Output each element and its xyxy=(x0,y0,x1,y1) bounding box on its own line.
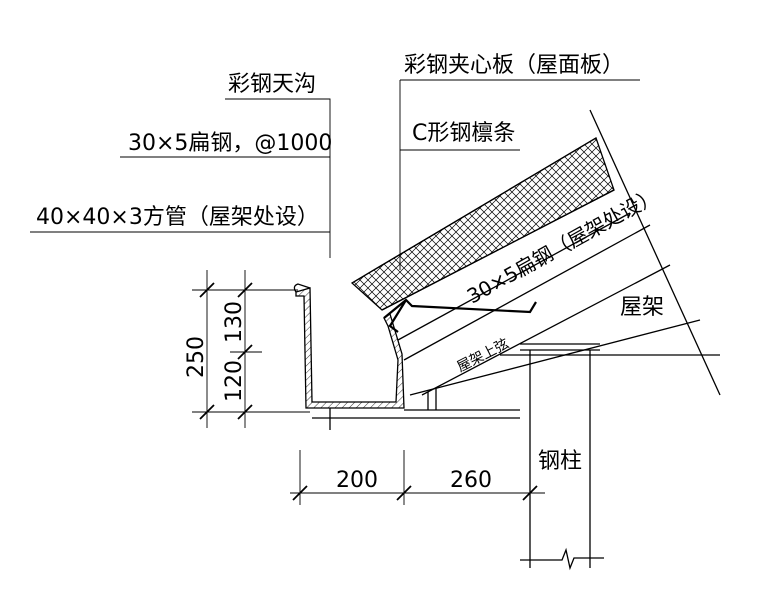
label-purlin: C形钢檩条 xyxy=(412,121,515,146)
gutter-shell xyxy=(295,287,405,409)
label-gutter: 彩钢天沟 xyxy=(228,72,316,97)
square-tube-support xyxy=(312,388,520,430)
label-steel-column: 钢柱 xyxy=(538,449,582,474)
sandwich-panel xyxy=(350,137,615,311)
c-purlin xyxy=(383,298,537,333)
truss-slope-lower xyxy=(421,264,671,396)
panel-top-skin xyxy=(351,137,597,284)
leader-gutter xyxy=(225,98,331,258)
dim-width-left: 200 xyxy=(336,468,378,493)
truss-underside xyxy=(409,319,701,396)
label-flat-steel: 30×5扁钢，@1000 xyxy=(128,131,332,156)
gutter-lip xyxy=(293,283,311,293)
vertical-dimensions xyxy=(192,270,310,428)
label-top-chord: 屋架上弦 xyxy=(455,336,512,376)
dim-width-right: 260 xyxy=(450,468,492,493)
dim-upper-height: 130 xyxy=(222,301,247,343)
dim-total-height: 250 xyxy=(184,336,209,378)
label-square-tube: 40×40×3方管（屋架处设） xyxy=(36,205,319,230)
label-truss: 屋架 xyxy=(620,295,664,320)
truss-slope-upper xyxy=(397,212,631,341)
panel-bottom-skin xyxy=(381,189,615,311)
dim-lower-height: 120 xyxy=(222,360,247,402)
label-sandwich-panel: 彩钢夹心板（屋面板） xyxy=(404,53,624,78)
roof-truss xyxy=(397,109,721,396)
horizontal-dimensions xyxy=(290,450,545,505)
steel-gutter xyxy=(293,283,405,409)
leader-lines xyxy=(30,79,640,270)
column-break xyxy=(520,547,604,571)
truss-slope-mid xyxy=(403,224,651,361)
truss-outline xyxy=(589,109,721,396)
purlin-section xyxy=(383,298,537,319)
